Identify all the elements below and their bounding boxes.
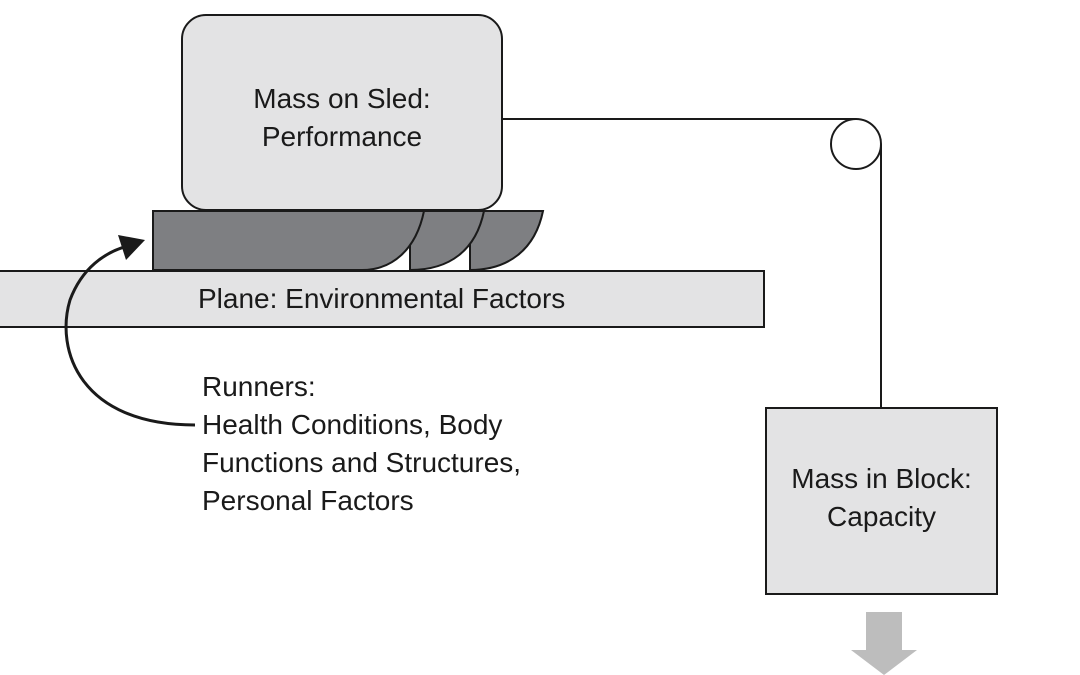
pulley-icon: [830, 118, 882, 170]
block-label: Mass in Block: Capacity: [766, 460, 997, 536]
sled-label-line1: Mass on Sled:: [253, 83, 431, 114]
plane-bar: [0, 270, 765, 328]
sled-label: Mass on Sled: Performance: [182, 80, 502, 156]
down-arrow-icon: [851, 612, 917, 675]
runners-pointer-curve: [64, 244, 196, 427]
runner-2: [409, 210, 486, 272]
block-label-line2: Capacity: [827, 501, 936, 532]
runners-title: Runners:: [202, 371, 316, 402]
runners-label: Runners: Health Conditions, Body Functio…: [202, 368, 521, 520]
block-label-line1: Mass in Block:: [791, 463, 972, 494]
runner-1: [152, 210, 426, 271]
runner-3: [469, 210, 545, 272]
hanging-block: [765, 407, 998, 595]
sled-label-line2: Performance: [261, 121, 423, 152]
sled-mass-box: [181, 14, 503, 211]
runners-line3: Personal Factors: [202, 485, 414, 516]
runners-pointer-arrowhead-icon: [118, 235, 145, 260]
runners-line1: Health Conditions, Body: [202, 409, 503, 440]
plane-label: Plane: Environmental Factors: [198, 283, 566, 314]
runners-line2: Functions and Structures,: [202, 447, 522, 478]
